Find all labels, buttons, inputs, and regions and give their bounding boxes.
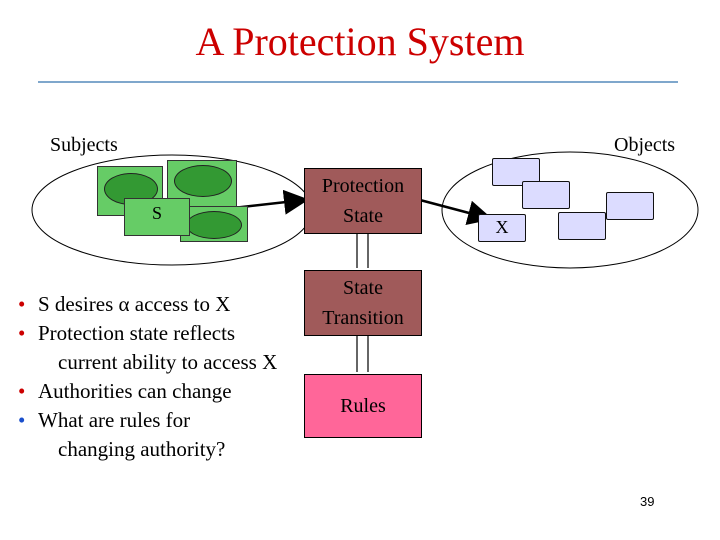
subject-oval-3 (186, 211, 242, 239)
bullet-item: •Authorities can change (18, 379, 232, 403)
object-x-label: X (495, 217, 509, 237)
bullet-text: Protection state reflects (38, 321, 236, 345)
page-number: 39 (640, 494, 655, 509)
slide-title: A Protection System (195, 19, 525, 64)
rules-box: Rules (304, 374, 422, 438)
state-transition-label: State Transition (322, 277, 404, 329)
object-box-3 (606, 192, 654, 220)
object-box-x: X (478, 214, 526, 242)
subject-box-3 (180, 206, 248, 242)
bullet-item: •Protection state reflects (18, 321, 236, 345)
object-box-2 (522, 181, 570, 209)
bullet-text: S desires α access to X (38, 292, 231, 316)
bullet-text: Authorities can change (38, 379, 232, 403)
title-divider (38, 81, 678, 83)
state-to-object-arrow (419, 198, 493, 225)
subject-box-s: S (124, 198, 190, 236)
objects-ellipse (441, 151, 699, 269)
rules-label: Rules (340, 395, 386, 417)
object-box-4 (558, 212, 606, 240)
bullet-list: •S desires α access to X •Protection sta… (18, 290, 277, 464)
protection-state-label: Protection State (321, 175, 405, 227)
subject-s-label: S (151, 203, 162, 223)
bullet-text: What are rules for (38, 408, 191, 432)
objects-label: Objects (614, 134, 676, 156)
bullet-item: •S desires α access to X (18, 292, 231, 316)
bullet-item: •What are rules for (18, 408, 191, 432)
protection-state-box: Protection State (304, 168, 422, 234)
bullet-continuation: changing authority? (58, 437, 226, 461)
subjects-label: Subjects (50, 134, 118, 156)
state-transition-box: State Transition (304, 270, 422, 336)
bullet-continuation: current ability to access X (58, 350, 278, 374)
subject-oval-2 (174, 165, 232, 197)
